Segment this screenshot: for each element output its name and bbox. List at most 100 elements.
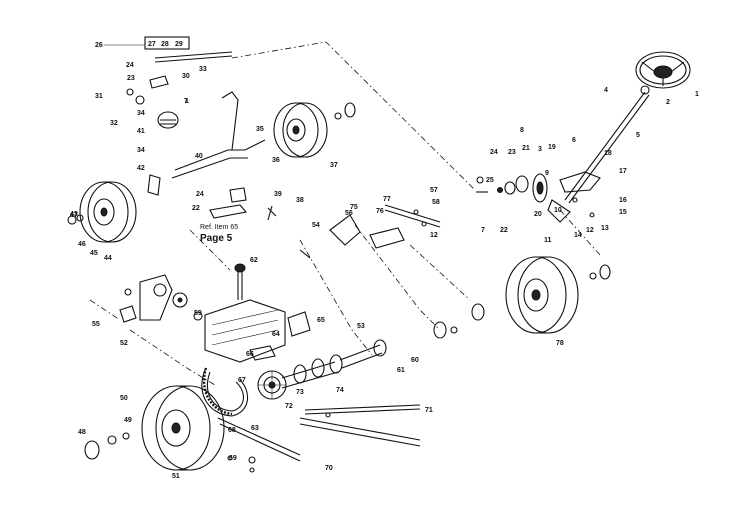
callout: 73 bbox=[296, 389, 304, 396]
transaxle bbox=[204, 263, 311, 363]
callout: 67 bbox=[238, 377, 246, 384]
callout: 16 bbox=[619, 197, 627, 204]
callout: 58 bbox=[432, 199, 440, 206]
callout: 23 bbox=[127, 75, 135, 82]
callout: 64 bbox=[272, 331, 280, 338]
callout: 69 bbox=[229, 455, 237, 462]
callout: 46 bbox=[78, 241, 86, 248]
callout: 68 bbox=[228, 427, 236, 434]
reference-note: Ref. Item 65 Page 5 bbox=[200, 224, 238, 244]
callout: 74 bbox=[336, 387, 344, 394]
callout: 14 bbox=[574, 232, 582, 239]
callout: 17 bbox=[619, 168, 627, 175]
callout: 27 bbox=[148, 41, 156, 48]
rear-left-wheel bbox=[84, 385, 225, 471]
callout: 65 bbox=[317, 317, 325, 324]
callout: 70 bbox=[325, 465, 333, 472]
callout: 1 bbox=[185, 98, 189, 105]
callout: 25 bbox=[486, 177, 494, 184]
callout-numbers: 26 27 28 29 24 30 31 23 1 32 7 34 33 35 … bbox=[70, 36, 699, 480]
steering-gear-assembly bbox=[476, 171, 601, 223]
callout: 4 bbox=[604, 87, 608, 94]
callout: 32 bbox=[110, 120, 118, 127]
callout: 51 bbox=[172, 473, 180, 480]
callout: 23 bbox=[508, 149, 516, 156]
callout: 15 bbox=[619, 209, 627, 216]
callout: 28 bbox=[161, 41, 169, 48]
callout: 12 bbox=[430, 232, 438, 239]
engine-pulley bbox=[257, 370, 287, 400]
callout: 60 bbox=[411, 357, 419, 364]
callout: 48 bbox=[78, 429, 86, 436]
callout: 24 bbox=[126, 62, 134, 69]
callout: 13 bbox=[601, 225, 609, 232]
callout: 62 bbox=[250, 257, 258, 264]
steering-wheel bbox=[635, 51, 691, 89]
rear-right-wheel bbox=[471, 256, 611, 334]
callout: 47 bbox=[70, 212, 78, 219]
callout: 77 bbox=[383, 196, 391, 203]
callout: 1 bbox=[695, 91, 699, 98]
callout: 34 bbox=[137, 147, 145, 154]
callout: 5 bbox=[636, 132, 640, 139]
callout: 8 bbox=[520, 127, 524, 134]
callout: 59 bbox=[194, 310, 202, 317]
front-left-wheel bbox=[67, 181, 137, 243]
callout: 30 bbox=[182, 73, 190, 80]
callout: 53 bbox=[357, 323, 365, 330]
callout: 37 bbox=[330, 162, 338, 169]
callout: 55 bbox=[92, 321, 100, 328]
callout: 18 bbox=[604, 150, 612, 157]
callout: 3 bbox=[538, 146, 542, 153]
drive-belt bbox=[201, 367, 249, 417]
callout: 9 bbox=[545, 170, 549, 177]
callout: 61 bbox=[397, 367, 405, 374]
callout: 45 bbox=[90, 250, 98, 257]
callout: 41 bbox=[137, 128, 145, 135]
callout: 43 bbox=[70, 211, 78, 218]
reference-item-label: Ref. Item 65 bbox=[200, 224, 238, 231]
callout: 50 bbox=[120, 395, 128, 402]
callout: 52 bbox=[120, 340, 128, 347]
callout: 33 bbox=[199, 66, 207, 73]
callout: 21 bbox=[522, 145, 530, 152]
callout: 63 bbox=[251, 425, 259, 432]
drag-link bbox=[299, 204, 441, 259]
callout: 56 bbox=[345, 210, 353, 217]
callout: 57 bbox=[430, 187, 438, 194]
callout: 6 bbox=[572, 137, 576, 144]
callout: 24 bbox=[490, 149, 498, 156]
callout: 44 bbox=[104, 255, 112, 262]
callout: 54 bbox=[312, 222, 320, 229]
callout: 12 bbox=[586, 227, 594, 234]
callout: 40 bbox=[195, 153, 203, 160]
callout: 22 bbox=[192, 205, 200, 212]
front-axle-assembly bbox=[126, 51, 277, 221]
callout: 72 bbox=[285, 403, 293, 410]
callout: 10 bbox=[554, 207, 562, 214]
callout: 66 bbox=[246, 351, 254, 358]
callout: 78 bbox=[556, 340, 564, 347]
callout: 42 bbox=[137, 165, 145, 172]
callout: 7 bbox=[184, 98, 188, 105]
callout: 34 bbox=[137, 110, 145, 117]
callout: 11 bbox=[544, 237, 552, 244]
callout: 29 bbox=[175, 41, 183, 48]
callout: 38 bbox=[296, 197, 304, 204]
callout: 75 bbox=[350, 204, 358, 211]
callout: 76 bbox=[376, 208, 384, 215]
callout: 26 bbox=[95, 42, 103, 49]
left-bracket-assembly bbox=[119, 274, 203, 323]
callout: 20 bbox=[534, 211, 542, 218]
callout: 31 bbox=[95, 93, 103, 100]
callout: 24 bbox=[196, 191, 204, 198]
callout: 7 bbox=[481, 227, 485, 234]
callout: 39 bbox=[274, 191, 282, 198]
frame-rails bbox=[217, 404, 421, 473]
callout: 19 bbox=[548, 144, 556, 151]
steering-column bbox=[564, 85, 650, 204]
callout: 49 bbox=[124, 417, 132, 424]
drive-shaft bbox=[281, 321, 458, 389]
callout: 71 bbox=[425, 407, 433, 414]
